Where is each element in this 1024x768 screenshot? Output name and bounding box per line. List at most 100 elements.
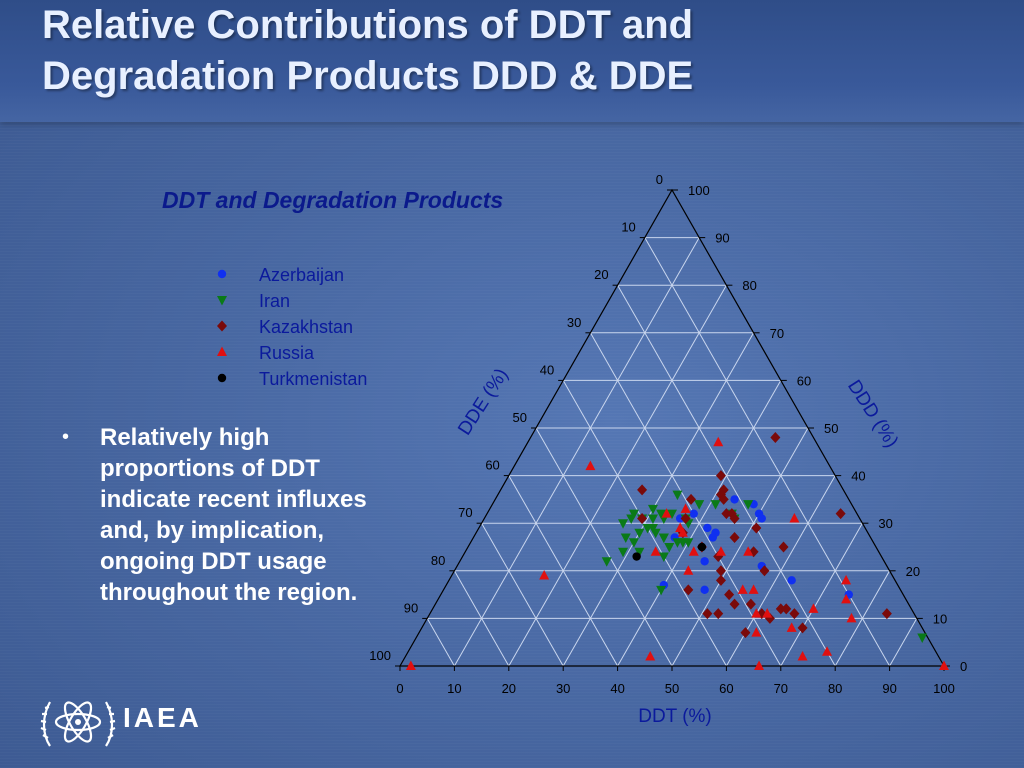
legend-marker-azerbaijan: [217, 269, 227, 279]
data-point-iran: [601, 557, 612, 567]
data-point-iran: [650, 528, 661, 539]
data-point-kazakhstan: [740, 627, 751, 639]
chart-title: DDT and Degradation Products: [162, 187, 503, 213]
ddt-tick-label: 50: [665, 681, 679, 696]
data-point-russia: [683, 565, 694, 575]
data-point-iran: [667, 509, 677, 520]
dde-tick-label: 70: [458, 505, 472, 520]
ddt-tick-label: 70: [774, 681, 788, 696]
data-point-kazakhstan: [881, 608, 892, 620]
grid-line-ddt-90: [889, 618, 918, 667]
grid-line-ddt-30: [562, 332, 755, 667]
data-point-kazakhstan: [724, 589, 735, 601]
data-point-iran: [618, 519, 629, 529]
data-point-kazakhstan: [680, 512, 691, 524]
ddt-axis-title: DDT (%): [638, 706, 712, 727]
data-point-turkmenistan: [697, 542, 707, 552]
data-point-kazakhstan: [718, 493, 729, 505]
grid-line-ddt-10: [453, 237, 700, 667]
data-point-iran: [917, 633, 928, 643]
data-point-russia: [688, 546, 699, 556]
data-point-russia: [715, 546, 726, 556]
ddd-tick-label: 0: [960, 659, 967, 674]
dde-tick-label: 40: [540, 362, 554, 377]
data-point-kazakhstan: [729, 598, 740, 610]
data-point-kazakhstan: [729, 531, 740, 543]
data-point-iran: [672, 490, 683, 501]
chart-legend: AzerbaijanIranKazakhstanRussiaTurkmenist…: [217, 265, 367, 389]
data-point-russia: [713, 436, 724, 447]
data-point-russia: [939, 660, 949, 670]
slide-title-line-2: Degradation Products DDD & DDE: [42, 54, 694, 98]
data-point-iran: [647, 504, 658, 515]
data-point-russia: [751, 608, 762, 618]
legend-marker-turkmenistan: [217, 373, 227, 383]
data-point-kazakhstan: [775, 603, 786, 615]
bullet-text: Relatively high proportions of DDT indic…: [100, 424, 367, 606]
data-point-kazakhstan: [729, 512, 740, 524]
data-point-iran: [694, 500, 705, 510]
data-point-russia: [841, 574, 852, 585]
data-point-kazakhstan: [835, 508, 846, 520]
data-point-russia: [846, 612, 857, 623]
iaea-logo-text: IAEA: [123, 702, 202, 733]
ddt-tick-label: 90: [882, 681, 896, 696]
data-point-iran: [658, 533, 669, 543]
data-point-russia: [762, 608, 773, 618]
title-band: [0, 0, 1024, 122]
ddd-axis-title: DDD (%): [843, 376, 902, 451]
data-point-russia: [737, 584, 748, 594]
ddd-tick-label: 40: [851, 469, 865, 484]
chart-ticks: 0001010102020203030304040405050506060607…: [369, 172, 967, 696]
data-point-russia: [650, 546, 661, 556]
legend-marker-kazakhstan: [217, 320, 227, 332]
ddt-tick-label: 30: [556, 681, 570, 696]
grid-line-dde-30: [589, 332, 782, 667]
data-point-russia: [680, 503, 691, 513]
data-point-kazakhstan: [789, 608, 800, 620]
grid-line-ddt-50: [671, 427, 809, 667]
ddd-tick-label: 50: [824, 421, 838, 436]
legend-label-kazakhstan: Kazakhstan: [259, 317, 353, 337]
data-point-kazakhstan: [778, 541, 789, 553]
dde-axis-title: DDE (%): [454, 365, 512, 439]
dde-tick-label: 90: [404, 600, 418, 615]
ddt-tick-label: 20: [502, 681, 516, 696]
data-point-russia: [797, 650, 808, 661]
data-point-azerbaijan: [703, 523, 712, 533]
dde-tick-label: 60: [485, 458, 499, 473]
data-point-iran: [618, 547, 629, 558]
ddt-tick-label: 100: [933, 681, 955, 696]
data-point-iran: [647, 523, 658, 534]
dde-tick-label: 10: [621, 220, 635, 235]
legend-label-turkmenistan: Turkmenistan: [259, 369, 367, 389]
grid-line-dde-90: [426, 618, 455, 667]
data-point-kazakhstan: [759, 565, 770, 577]
data-point-iran: [620, 533, 631, 543]
legend-marker-iran: [217, 296, 227, 306]
ddt-tick-label: 0: [396, 681, 403, 696]
data-point-iran: [628, 538, 639, 548]
data-point-kazakhstan: [797, 622, 808, 634]
data-point-russia: [808, 603, 819, 613]
bullet-marker: •: [62, 426, 70, 448]
data-point-iran: [710, 500, 721, 510]
grid-line-dde-50: [535, 427, 673, 667]
ddd-tick-label: 100: [688, 183, 710, 198]
grid-line-dde-60: [508, 475, 619, 667]
dde-tick-label: 20: [594, 267, 608, 282]
data-point-kazakhstan: [718, 484, 729, 496]
data-point-russia: [748, 584, 759, 594]
data-point-kazakhstan: [683, 584, 694, 596]
data-point-kazakhstan: [781, 603, 792, 615]
data-point-kazakhstan: [770, 432, 781, 444]
ddd-tick-label: 20: [906, 564, 920, 579]
dde-tick-label: 50: [513, 410, 527, 425]
data-point-russia: [743, 546, 754, 556]
ddd-tick-label: 10: [933, 611, 947, 626]
dde-tick-label: 30: [567, 315, 581, 330]
data-point-russia: [751, 627, 762, 637]
grid-line-ddt-80: [834, 570, 891, 667]
data-point-kazakhstan: [702, 608, 713, 620]
